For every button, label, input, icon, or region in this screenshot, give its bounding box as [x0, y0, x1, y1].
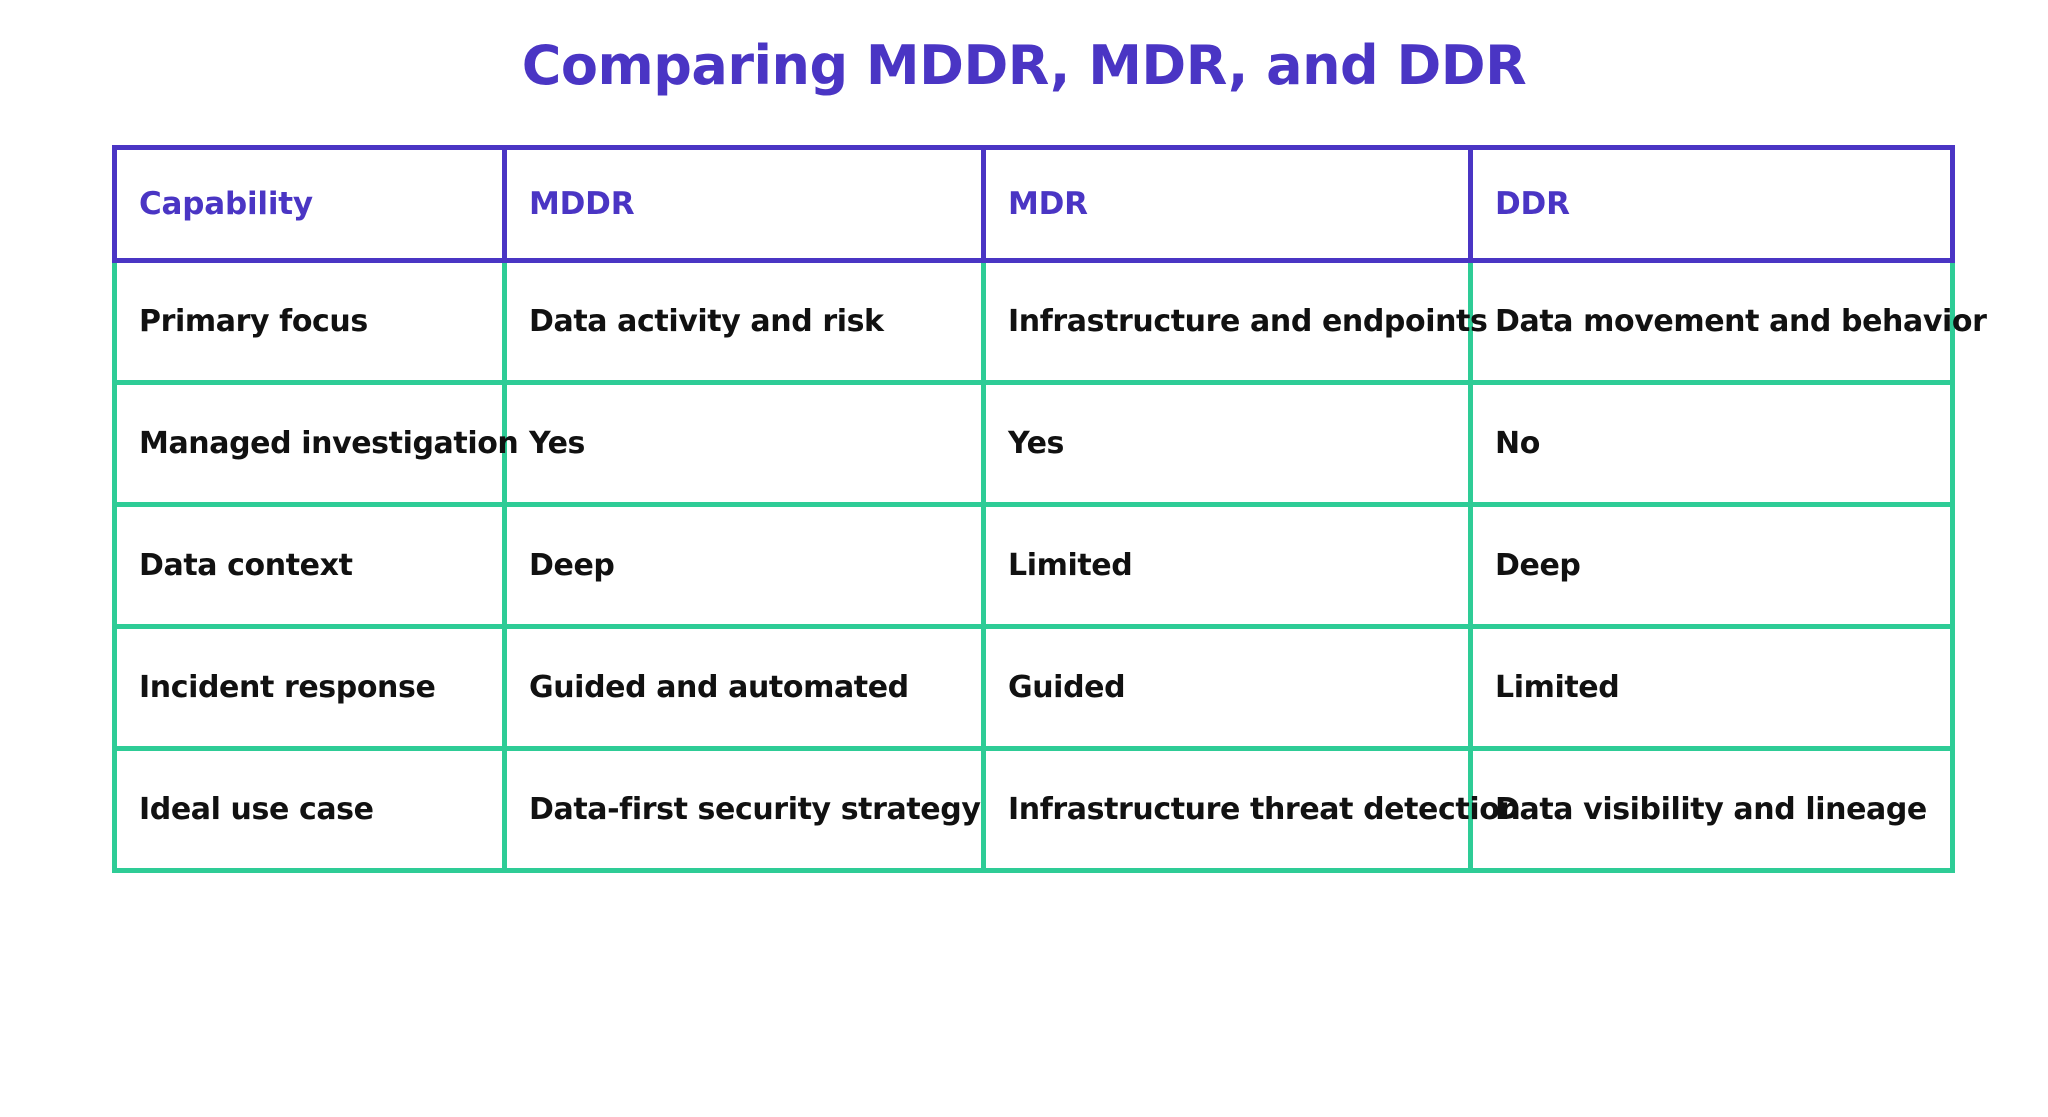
column-header-ddr: DDR	[1468, 145, 1955, 263]
cell-ddr: No	[1468, 385, 1955, 507]
cell-mddr: Yes	[502, 385, 981, 507]
cell-mdr: Limited	[981, 507, 1468, 629]
cell-capability: Managed investigation	[112, 385, 519, 507]
cell-ddr: Data visibility and lineage	[1468, 751, 1955, 873]
column-header-mddr: MDDR	[502, 145, 981, 263]
cell-ddr: Deep	[1468, 507, 1955, 629]
cell-ddr: Data movement and behavior	[1468, 263, 1987, 385]
cell-mdr: Yes	[981, 385, 1468, 507]
page-title: Comparing MDDR, MDR, and DDR	[521, 34, 1527, 97]
cell-mdr: Infrastructure and endpoints	[981, 263, 1488, 385]
cell-mdr: Infrastructure threat detection	[981, 751, 1521, 873]
column-header-mdr: MDR	[981, 145, 1468, 263]
comparison-table: Capability MDDR MDR DDR Primary focus Da…	[112, 145, 1987, 873]
cell-mdr: Guided	[981, 629, 1468, 751]
table-row: Ideal use case Data-first security strat…	[112, 751, 1955, 873]
cell-capability: Data context	[112, 507, 502, 629]
column-header-capability: Capability	[112, 145, 502, 263]
comparison-table-container: Capability MDDR MDR DDR Primary focus Da…	[112, 145, 1987, 873]
cell-mddr: Guided and automated	[502, 629, 981, 751]
table-row: Primary focus Data activity and risk Inf…	[112, 263, 1987, 385]
cell-mddr: Deep	[502, 507, 981, 629]
cell-capability: Ideal use case	[112, 751, 502, 873]
cell-ddr: Limited	[1468, 629, 1955, 751]
table-body: Primary focus Data activity and risk Inf…	[112, 263, 1987, 873]
cell-mddr: Data activity and risk	[502, 263, 981, 385]
table-row: Incident response Guided and automated G…	[112, 629, 1955, 751]
cell-capability: Incident response	[112, 629, 502, 751]
cell-mddr: Data-first security strategy	[502, 751, 981, 873]
cell-capability: Primary focus	[112, 263, 502, 385]
table-row: Data context Deep Limited Deep	[112, 507, 1955, 629]
table-header-row: Capability MDDR MDR DDR	[112, 145, 1955, 263]
table-row: Managed investigation Yes Yes No	[112, 385, 1955, 507]
table-header: Capability MDDR MDR DDR	[112, 145, 1955, 263]
